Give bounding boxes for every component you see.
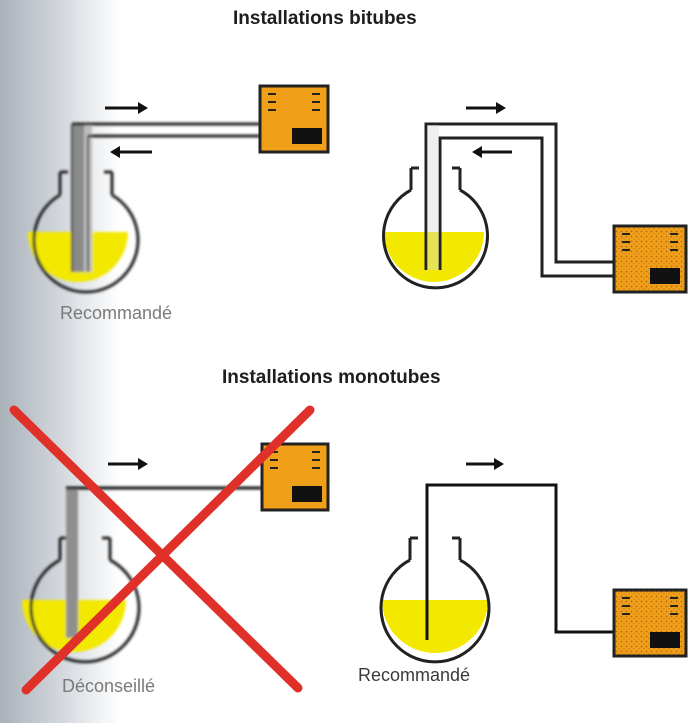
double-pipe xyxy=(71,122,260,272)
burner-box-icon xyxy=(258,84,330,154)
flow-arrow-icon xyxy=(466,458,504,470)
heading-bitube: Installations bitubes xyxy=(233,8,417,29)
red-cross-icon xyxy=(9,405,315,695)
flow-arrow-icon xyxy=(466,102,506,114)
caption-mono-right: Recommandé xyxy=(358,665,471,685)
bitube-left-assembly xyxy=(28,122,260,294)
flow-arrow-icon xyxy=(472,146,512,158)
round-tank-icon xyxy=(379,536,491,664)
burner-box-icon xyxy=(612,224,688,294)
monotube-right-assembly xyxy=(379,458,688,664)
flow-arrow-icon xyxy=(105,102,148,114)
caption-mono-left: Déconseillé xyxy=(62,676,156,696)
heading-monotube: Installations monotubes xyxy=(222,367,441,388)
flow-arrow-icon xyxy=(110,146,152,158)
burner-box-icon xyxy=(260,442,330,512)
bitube-right-assembly xyxy=(382,102,688,294)
single-pipe xyxy=(425,483,614,640)
caption-bitube-left: Recommandé xyxy=(60,303,173,323)
double-pipe xyxy=(424,122,614,278)
round-tank-icon xyxy=(382,166,489,290)
flow-arrow-icon xyxy=(108,458,148,470)
burner-box-icon xyxy=(612,588,688,658)
